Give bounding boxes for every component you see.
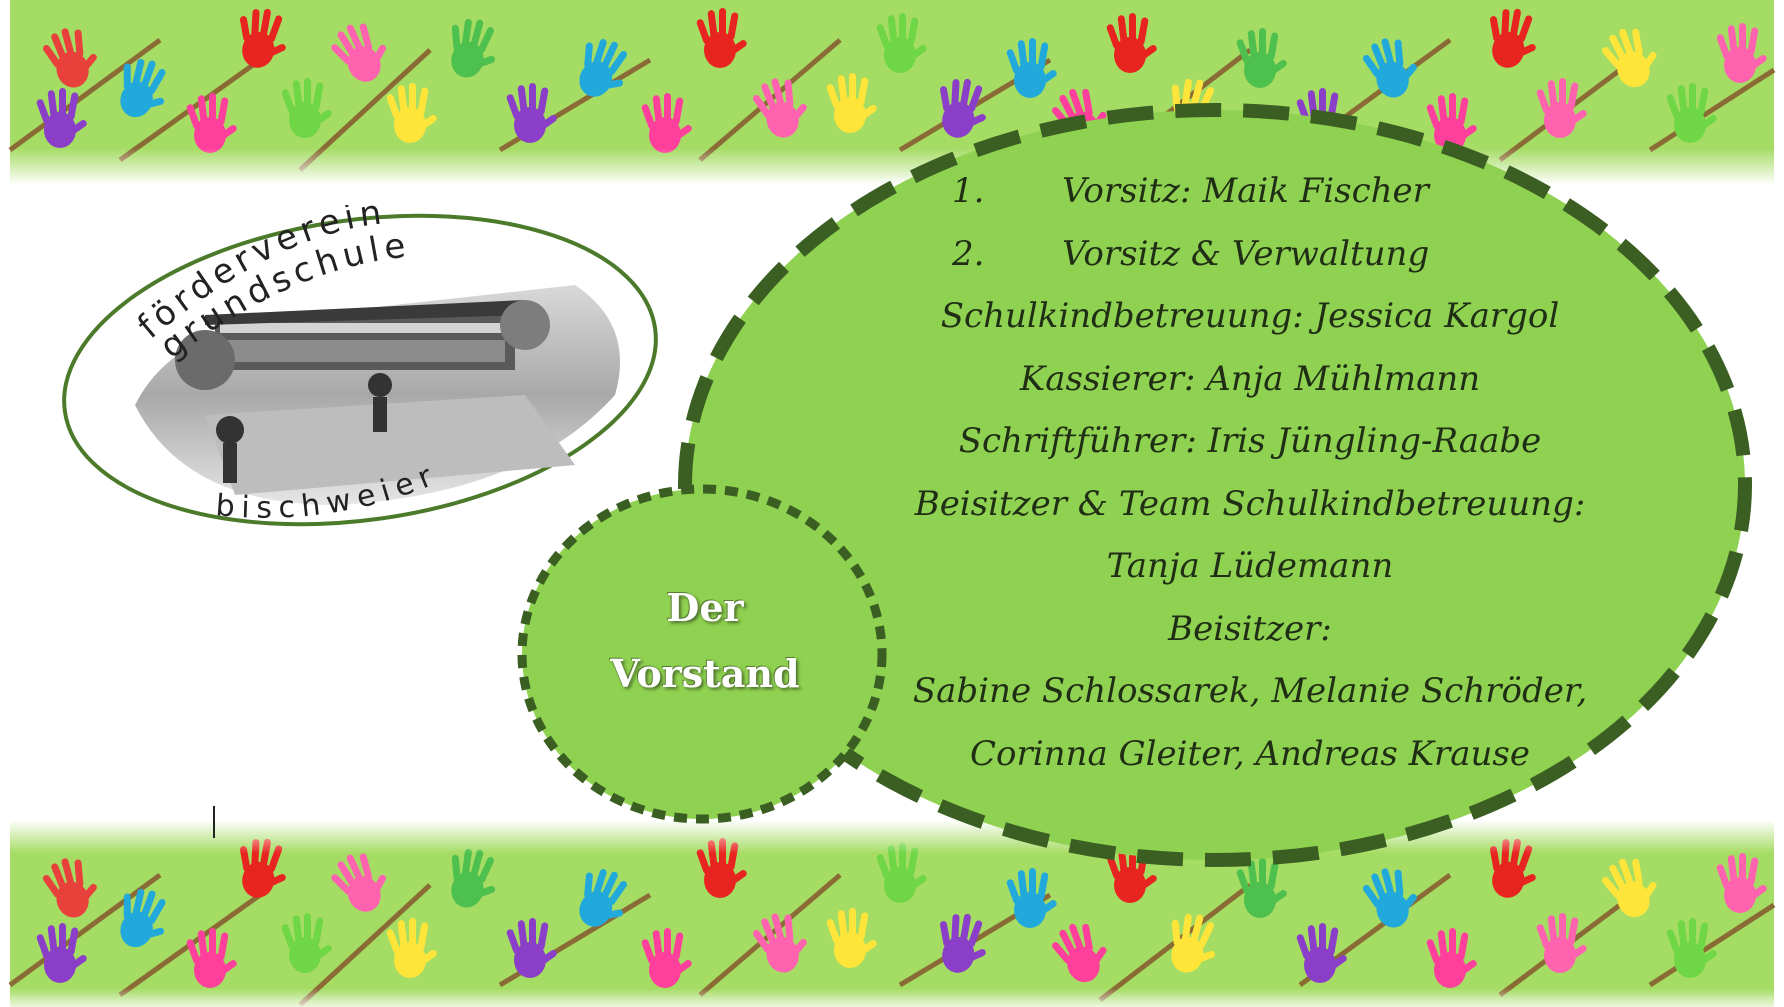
vorstand-title: Der Vorstand	[560, 575, 850, 707]
vorstand-title-line2: Vorstand	[610, 651, 800, 696]
board-line-chair1: 1. Vorsitz: Maik Fischer	[840, 160, 1660, 223]
handprint-pattern-bottom	[0, 820, 1784, 1007]
chair1-number: 1.	[952, 171, 985, 211]
board-member-list: 1. Vorsitz: Maik Fischer 2. Vorsitz & Verw…	[840, 160, 1660, 785]
chair1-text: Vorsitz: Maik Fischer	[1062, 171, 1429, 211]
board-line-assessors-label: Beisitzer:	[1168, 608, 1332, 649]
school-building-photo	[135, 285, 620, 505]
board-line-secretary: Schriftführer: Iris Jüngling-Raabe	[958, 421, 1542, 461]
chair2-text: Vorsitz & Verwaltung	[1062, 233, 1430, 274]
foerderverein-logo: förderverein grundschule bischweier	[55, 192, 675, 545]
handprint-pattern-top	[0, 0, 1784, 185]
board-line-assessor-team-name: Tanja Lüdemann	[1106, 546, 1394, 586]
vorstand-badge-circle	[510, 478, 895, 830]
board-line-chair2-sub: Schulkindbetreuung: Jessica Kargol	[940, 296, 1560, 336]
board-line-assessors-1: Sabine Schlossarek, Melanie Schröder,	[912, 671, 1588, 711]
bottom-handprint-banner	[0, 820, 1784, 1007]
board-line-treasurer: Kassierer: Anja Mühlmann	[1019, 358, 1481, 399]
vorstand-title-line1: Der	[666, 585, 744, 630]
board-members-oval	[660, 90, 1770, 880]
board-line-chair2: 2. Vorsitz & Verwaltung	[840, 223, 1660, 286]
text-cursor-mark	[213, 806, 215, 838]
top-handprint-banner	[0, 0, 1784, 185]
board-line-assessors-2: Corinna Gleiter, Andreas Krause	[970, 733, 1530, 774]
chair2-number: 2.	[952, 233, 985, 274]
board-line-assessor-team: Beisitzer & Team Schulkindbetreuung:	[914, 483, 1586, 524]
